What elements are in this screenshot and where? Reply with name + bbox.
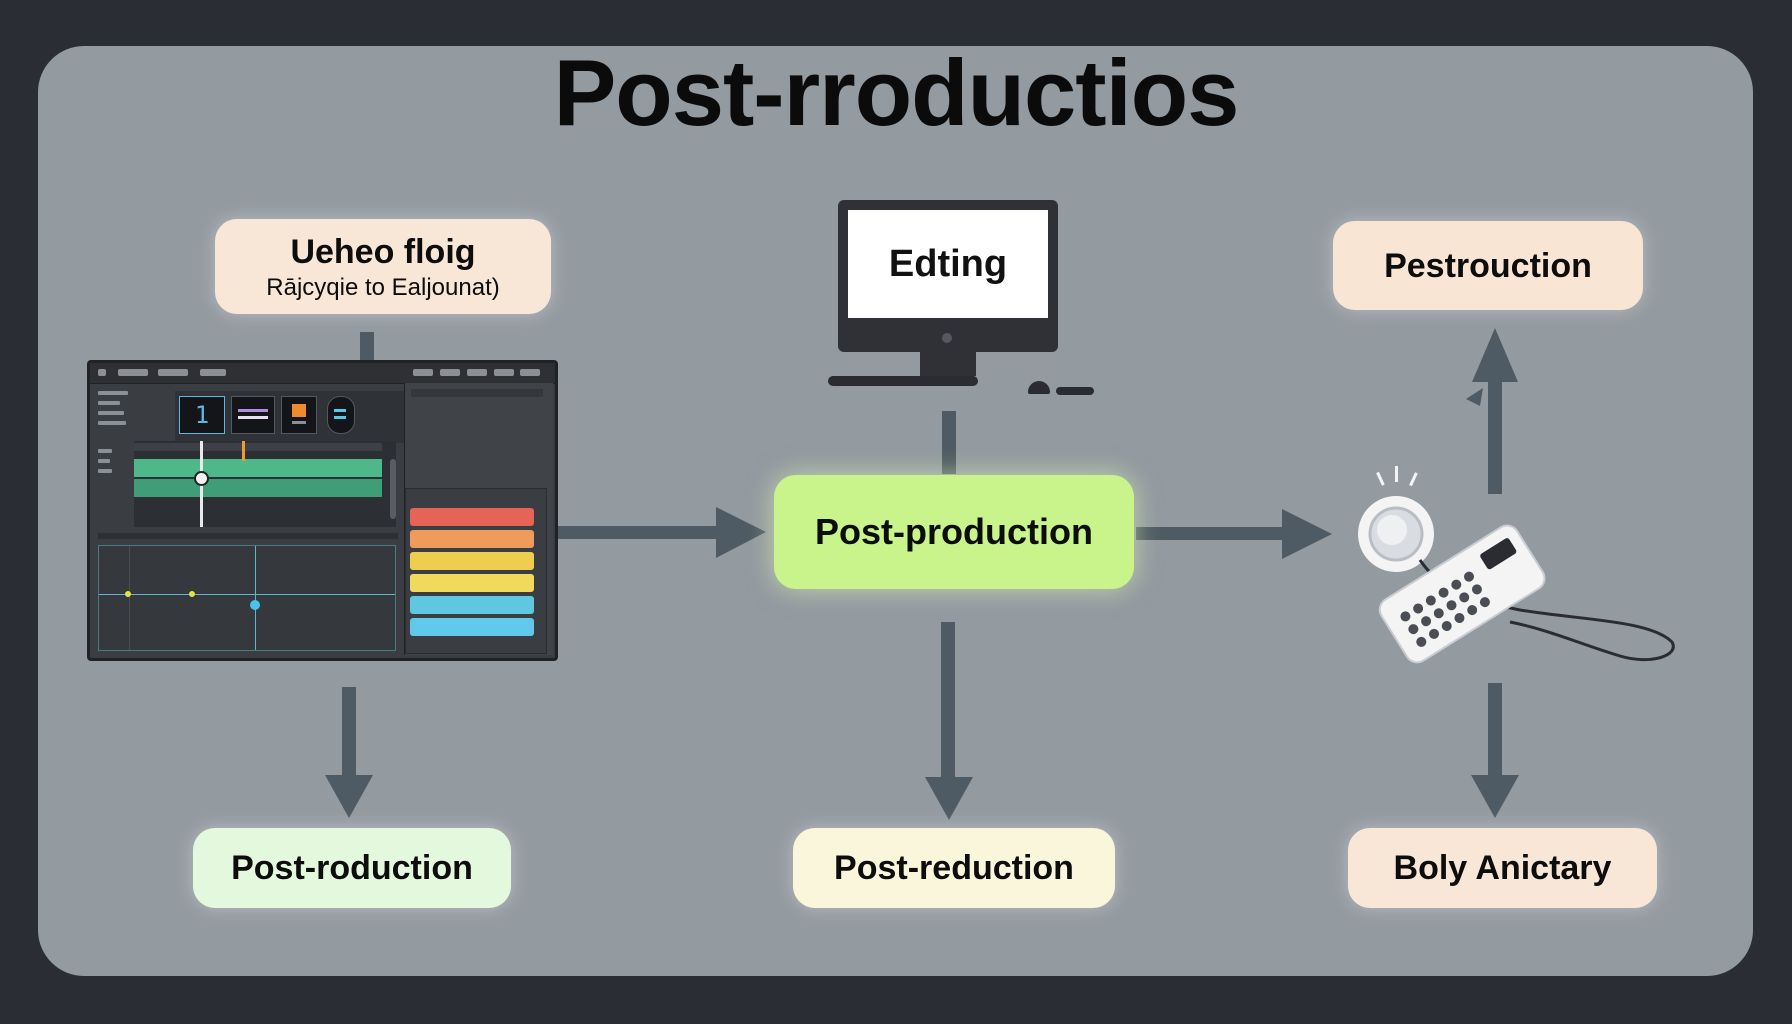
editor-side-label — [98, 391, 128, 395]
editor-curve-graph — [98, 545, 396, 651]
editor-toolbar — [90, 363, 555, 384]
preview-thumbnail — [231, 396, 275, 434]
editor-track-label — [98, 469, 112, 473]
node-top-right-label: Pestrouction — [1384, 246, 1592, 285]
color-swatch-light-cyan — [410, 618, 534, 636]
connector-monitor-to-center — [942, 411, 956, 474]
editor-window-button — [494, 369, 514, 376]
arrow-center-to-bottom-mid-head — [925, 777, 973, 820]
mouse-icon — [1028, 381, 1050, 394]
editor-window-button — [440, 369, 460, 376]
arrow-editor-to-bottom-left-shaft — [342, 687, 356, 775]
timeline-track-audio — [134, 479, 382, 497]
node-center-label: Post-production — [815, 511, 1093, 552]
node-bottom-right: Boly Anictary — [1348, 828, 1657, 908]
keyframe-point — [125, 591, 131, 597]
editor-menu-item — [158, 369, 188, 376]
arrow-right-to-bottom-right-head — [1471, 775, 1519, 818]
video-editor-mockup: 1 — [87, 360, 558, 661]
node-top-left-sublabel: Rājcyqie to Ealjounat) — [266, 273, 500, 301]
keyframe-point — [189, 591, 195, 597]
arrow-editor-to-center-head — [716, 507, 766, 558]
timeline-track-video — [134, 459, 382, 477]
monitor-screen-label: Edting — [848, 210, 1048, 318]
editor-window-button — [413, 369, 433, 376]
timeline-ruler — [134, 443, 382, 451]
editor-window-button — [520, 369, 540, 376]
arrow-right-to-bottom-right-shaft — [1488, 683, 1502, 775]
monitor-stand — [828, 376, 978, 386]
arrow-up-to-top-right-shaft — [1488, 378, 1502, 494]
diagram-title: Post-rroductios — [553, 40, 1240, 145]
remote-control-icon — [1378, 524, 1546, 664]
editor-side-label — [98, 401, 120, 405]
editor-window-button — [467, 369, 487, 376]
monitor-power-dot — [942, 333, 952, 343]
color-swatch-red — [410, 508, 534, 526]
node-top-right: Pestrouction — [1333, 221, 1643, 310]
node-bottom-left-label: Post-roduction — [231, 849, 473, 887]
color-swatch-cyan — [410, 596, 534, 614]
timeline-marker — [242, 441, 245, 461]
node-center: Post-production — [774, 475, 1134, 589]
node-bottom-center: Post-reduction — [793, 828, 1115, 908]
connector-top-left-stub — [360, 332, 374, 362]
color-swatch-orange — [410, 530, 534, 548]
editor-side-label — [98, 421, 126, 425]
arrow-center-to-right-head — [1282, 509, 1332, 559]
node-bottom-right-label: Boly Anictary — [1393, 849, 1612, 887]
timeline-scrollbar — [390, 459, 396, 519]
arrow-center-to-right-shaft — [1136, 527, 1286, 540]
node-top-left: Ueheo floig Rājcyqie to Ealjounat) — [215, 219, 551, 314]
preview-thumbnail — [281, 396, 317, 434]
arrow-editor-to-center-shaft — [555, 526, 720, 539]
small-triangle-mark — [1466, 388, 1483, 406]
color-swatch-light-yellow — [410, 574, 534, 592]
editor-side-label — [98, 411, 124, 415]
desktop-monitor-icon: Edting — [828, 200, 1058, 386]
editor-track-label — [98, 459, 110, 463]
monitor-neck — [920, 352, 976, 376]
node-top-left-label: Ueheo floig — [290, 232, 476, 271]
inspector-header — [411, 389, 543, 397]
arrow-up-to-top-right-head — [1472, 328, 1518, 382]
keyboard-icon — [1056, 387, 1094, 395]
node-bottom-center-label: Post-reduction — [834, 849, 1074, 887]
keyframe-point — [250, 600, 260, 610]
arrow-center-to-bottom-mid-shaft — [941, 622, 955, 777]
device-illustration — [1358, 466, 1675, 664]
editor-menu-item — [118, 369, 148, 376]
editor-menu-item — [200, 369, 226, 376]
editor-track-label — [98, 449, 112, 453]
preview-thumbnail — [327, 396, 355, 434]
preview-thumbnail: 1 — [179, 396, 225, 434]
arrow-editor-to-bottom-left-head — [325, 775, 373, 818]
light-bulb-icon — [1358, 466, 1434, 572]
node-bottom-left: Post-roduction — [193, 828, 511, 908]
graph-toolbar — [98, 533, 398, 539]
color-swatch-yellow — [410, 552, 534, 570]
editor-menu-icon — [98, 369, 106, 376]
playhead-handle — [194, 471, 209, 486]
editor-timeline — [134, 441, 396, 527]
